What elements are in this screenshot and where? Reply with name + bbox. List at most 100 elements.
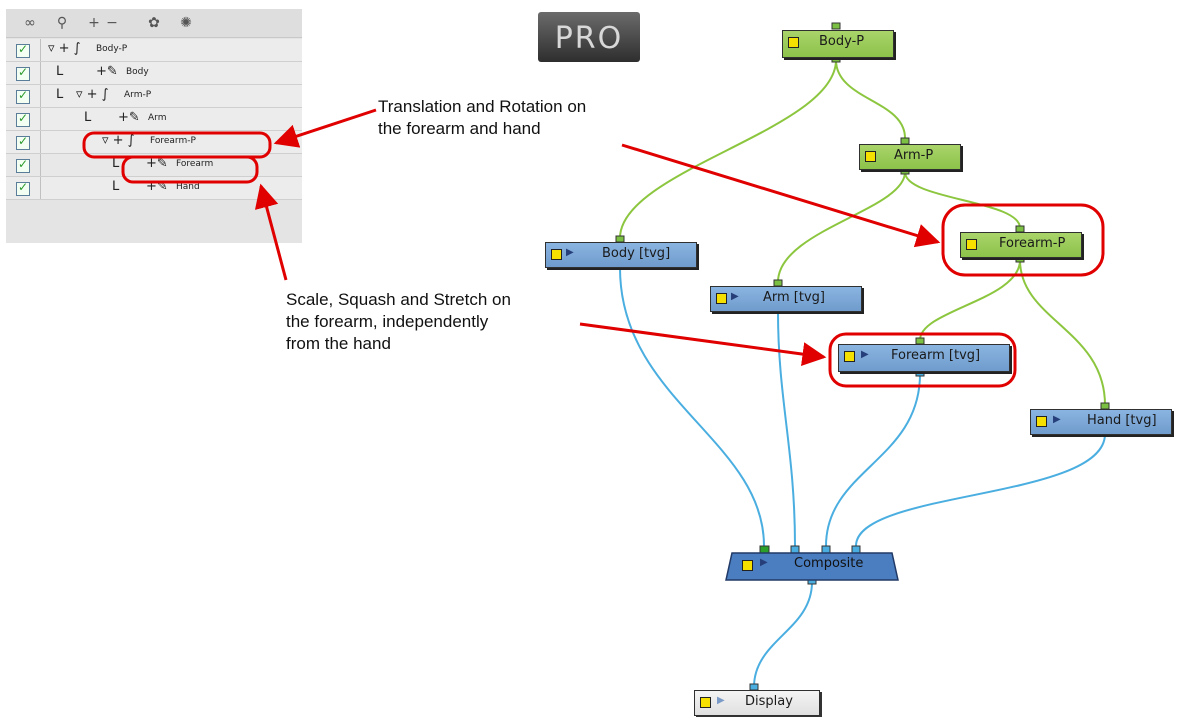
node-enable-icon[interactable] [966,239,977,250]
node-body[interactable]: ▶ Body [tvg] [545,242,697,268]
node-enable-icon[interactable] [1036,416,1047,427]
wire-forearmp-to-forearm [919,259,1021,341]
layer-label: Arm-P [124,90,152,100]
drawing-layer-icon: +✎ [118,110,140,125]
pro-badge: PRO [538,12,640,62]
child-connector-icon: ᒪ [56,64,64,79]
add-layer-icon[interactable]: + [88,15,100,31]
wire-arm-to-composite [777,311,796,547]
add-drawing-icon[interactable]: ⚲ [56,15,68,31]
drawing-layer-icon: +✎ [96,64,118,79]
wire-forearmp-to-hand [1019,259,1106,406]
highlight-forearm-p-node [941,203,1105,277]
node-forearm-p[interactable]: Forearm-P [960,232,1082,258]
enable-checkbox[interactable] [16,65,30,81]
wire-bodyp-to-body [619,59,837,239]
layer-label: Forearm [176,159,214,169]
node-arm-p[interactable]: Arm-P [859,144,961,170]
enable-checkbox[interactable] [16,157,30,173]
highlight-forearm-p-row [82,131,272,159]
node-label: Arm-P [894,148,934,163]
onion-skin-icon[interactable]: ∞ [24,15,36,31]
timeline-row-arm[interactable]: ᒪ +✎ Arm [6,108,302,131]
highlight-forearm-row [121,155,259,184]
node-enable-icon[interactable] [844,351,855,362]
arrow-to-forearm-p-row [273,108,377,148]
enable-checkbox[interactable] [16,111,30,127]
timeline-toolbar: ∞ ⚲ + − ✿ ✺ [6,9,302,38]
node-enable-icon[interactable] [742,560,753,571]
child-connector-icon: ᒪ [112,156,120,171]
arrow-to-forearm-row [254,183,288,281]
wire-hand-to-composite [855,433,1106,547]
timeline-row-forearm[interactable]: ᒪ +✎ Forearm [6,154,302,177]
node-enable-icon[interactable] [700,697,711,708]
timeline-panel: ∞ ⚲ + − ✿ ✺ ▿ + ∫ Body-P ᒪ +✎ Body ᒪ ▿ +… [6,9,302,243]
timeline-row-arm-p[interactable]: ᒪ ▿ + ∫ Arm-P [6,85,302,108]
enable-checkbox[interactable] [16,88,30,104]
enable-checkbox[interactable] [16,134,30,150]
node-label: Body [tvg] [602,246,671,261]
node-arm[interactable]: ▶ Arm [tvg] [710,286,862,312]
annotation-line: Scale, Squash and Stretch on [286,290,511,309]
annotation-line: the forearm, independently [286,312,489,331]
wire-forearm-to-composite [825,373,921,547]
drawing-layer-icon: +✎ [146,156,168,171]
layer-label: Hand [176,182,200,192]
add-effect-icon[interactable]: ✺ [180,15,192,31]
node-label: Hand [tvg] [1087,413,1157,428]
annotation-line: the forearm and hand [378,119,541,138]
node-label: Arm [tvg] [763,290,825,305]
arrow-to-forearm-p-node [621,143,941,248]
wire-armp-to-forearmp [904,171,1021,229]
annotation-line: from the hand [286,334,391,353]
node-enable-icon[interactable] [551,249,562,260]
wire-armp-to-arm [777,171,906,283]
layer-label: Arm [148,113,167,123]
annotation-translation: Translation and Rotation on the forearm … [378,96,586,140]
play-icon: ▶ [566,247,574,258]
node-forearm[interactable]: ▶ Forearm [tvg] [838,344,1010,372]
annotation-scale: Scale, Squash and Stretch on the forearm… [286,289,511,355]
play-icon: ▶ [717,695,725,706]
wire-composite-to-display [753,581,813,688]
node-display[interactable]: ▶ Display [694,690,820,716]
timeline-row-forearm-p[interactable]: ▿ + ∫ Forearm-P [6,131,302,154]
node-enable-icon[interactable] [865,151,876,162]
child-connector-icon: ᒪ [56,87,64,102]
enable-checkbox[interactable] [16,42,30,58]
peg-icon: ▿ + ∫ [48,41,81,56]
layer-label: Body [126,67,149,77]
play-icon: ▶ [760,557,768,568]
play-icon: ▶ [1053,414,1061,425]
enable-checkbox[interactable] [16,180,30,196]
node-hand[interactable]: ▶ Hand [tvg] [1030,409,1172,435]
highlight-forearm-node [828,332,1017,388]
timeline-row-body[interactable]: ᒪ +✎ Body [6,62,302,85]
composite-node-shape [725,552,899,581]
wire-body-to-composite [619,267,765,547]
node-label: Body-P [819,34,865,49]
peg-icon: ▿ + ∫ [76,87,109,102]
node-enable-icon[interactable] [716,293,727,304]
arrow-to-forearm-node [579,322,827,366]
node-body-p[interactable]: Body-P [782,30,894,58]
timeline-row-body-p[interactable]: ▿ + ∫ Body-P [6,39,302,62]
node-composite[interactable]: ▶ Composite [740,556,890,578]
layer-label: Body-P [96,44,128,54]
play-icon: ▶ [731,291,739,302]
node-label: Display [745,694,793,709]
pro-badge-text: PRO [554,21,624,56]
annotation-line: Translation and Rotation on [378,97,587,116]
peg-icon: ▿ + ∫ [102,133,135,148]
wire-bodyp-to-armp [835,59,906,139]
layer-label: Forearm-P [150,136,196,146]
node-label: Forearm [tvg] [891,348,981,363]
play-icon: ▶ [861,349,869,360]
node-label: Forearm-P [999,236,1066,251]
add-peg-icon[interactable]: ✿ [148,15,160,31]
remove-layer-icon[interactable]: − [106,15,118,31]
node-enable-icon[interactable] [788,37,799,48]
